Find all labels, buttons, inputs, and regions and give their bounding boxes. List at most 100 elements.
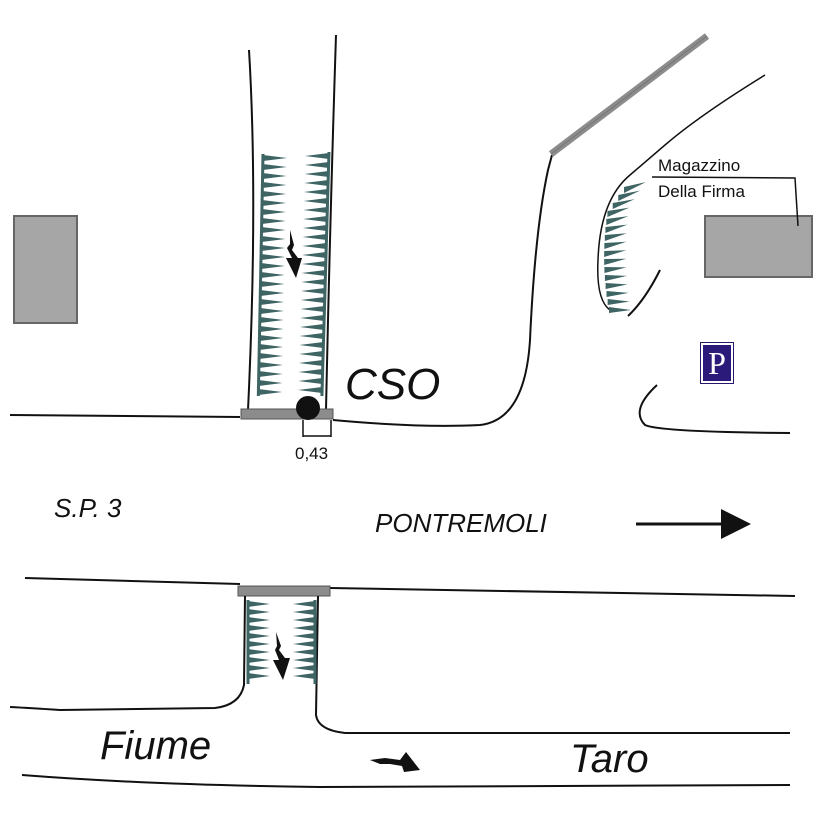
vegetation-spike: [302, 252, 327, 258]
vegetation-spike: [298, 360, 323, 366]
vegetation-spike: [299, 342, 324, 348]
vegetation-spike: [293, 617, 315, 623]
road-lower-edge: [24, 577, 796, 597]
bridge-diagonal-outline: [550, 35, 708, 155]
vegetation-spike: [260, 299, 285, 305]
vegetation-spike: [261, 227, 286, 233]
vegetation-spike: [606, 291, 629, 297]
vegetation-spike: [248, 633, 270, 639]
dimension-marker: [302, 420, 332, 437]
vegetation-spike: [604, 250, 627, 257]
vegetation-spike: [304, 162, 329, 168]
vegetation-spike: [618, 190, 641, 201]
outfall-structure-upper: [240, 408, 334, 420]
vegetation-spike: [302, 243, 327, 249]
flow-arrow-upper-icon: [286, 230, 302, 278]
vegetation-spike: [259, 344, 284, 350]
vegetation-spike: [293, 673, 315, 679]
vegetation-spike: [609, 307, 631, 313]
vegetation-spike: [293, 649, 315, 655]
vegetation-spike: [300, 315, 325, 321]
vegetation-spike: [258, 371, 283, 377]
vegetation-spike: [300, 288, 325, 294]
vegetation-spike: [607, 207, 630, 217]
bridge-diagonal: [548, 33, 710, 157]
vegetation-spike: [248, 657, 270, 663]
vegetation-spike: [248, 641, 270, 647]
vegetation-base: [320, 151, 331, 397]
vegetation-spike: [259, 317, 284, 323]
river-flow-arrow-icon: [370, 752, 420, 772]
cso-label: CSO: [345, 360, 441, 409]
vegetation-spike: [260, 272, 285, 278]
vegetation-spike: [301, 279, 326, 285]
vegetation-spike: [263, 155, 287, 161]
building-label-line2: Della Firma: [658, 182, 745, 201]
vegetation-spike: [262, 182, 287, 188]
direction-label: PONTREMOLI: [375, 508, 547, 538]
vegetation-spike: [624, 182, 646, 193]
vegetation-spike: [298, 369, 323, 375]
vegetation-spike: [299, 351, 324, 357]
vegetation-spike: [258, 380, 283, 386]
vegetation-spike: [248, 625, 270, 631]
vegetation-spike: [303, 198, 328, 204]
vegetation-spike: [248, 665, 270, 671]
vegetation-spike: [248, 673, 270, 679]
vegetation-spike: [262, 191, 287, 197]
vegetation-spike: [304, 180, 329, 186]
side-road-edge: [597, 74, 766, 311]
road-upper-edge: [9, 154, 553, 427]
vegetation-spike: [605, 283, 628, 289]
river-label-taro: Taro: [570, 737, 649, 781]
upper-channel-right-wall: [325, 34, 337, 411]
vegetation-spike: [607, 299, 630, 305]
vegetation-spike: [262, 200, 287, 206]
lower-channel-right-wall: [314, 595, 790, 734]
vegetation-spike: [261, 236, 286, 242]
vegetation-side-road: [604, 182, 646, 313]
vegetation-spike: [293, 657, 315, 663]
vegetation-spike: [605, 224, 628, 233]
vegetation-upper-right: [297, 151, 331, 397]
parking-letter: P: [703, 345, 731, 381]
vegetation-spike: [261, 209, 286, 215]
vegetation-spike: [305, 153, 329, 159]
dimension-label: 0,43: [295, 444, 329, 463]
vegetation-base: [256, 153, 265, 397]
vegetation-spike: [302, 234, 327, 240]
river-label-fiume: Fiume: [100, 724, 212, 768]
vegetation-spike: [248, 609, 270, 615]
vegetation-spike: [248, 617, 270, 623]
parking-road-edge: [638, 384, 791, 434]
vegetation-spike: [297, 387, 322, 393]
vegetation-spike: [604, 275, 627, 281]
vegetation-spike: [612, 199, 635, 209]
vegetation-spike: [260, 290, 285, 296]
building-leader-line: [651, 176, 799, 227]
vegetation-spike: [300, 306, 325, 312]
vegetation-spike: [303, 216, 328, 222]
vegetation-spike: [298, 378, 323, 384]
vegetation-spike: [300, 297, 325, 303]
vegetation-lower-left: [246, 600, 270, 684]
vegetation-spike: [604, 258, 627, 265]
upper-channel-left-wall: [247, 49, 255, 411]
vegetation-spike: [293, 625, 315, 631]
flow-arrow-lower-icon: [273, 632, 290, 680]
parking-sign-icon: P: [700, 342, 734, 384]
vegetation-spike: [258, 362, 283, 368]
vegetation-spike: [604, 233, 627, 241]
vegetation-spike: [259, 335, 284, 341]
vegetation-upper-left: [256, 153, 287, 397]
vegetation-lower-right: [293, 600, 317, 684]
river-bank-south: [21, 774, 791, 789]
vegetation-spike: [303, 189, 328, 195]
vegetation-spike: [293, 633, 315, 639]
vegetation-spike: [248, 601, 270, 607]
road-label: S.P. 3: [54, 493, 122, 523]
side-road-inner-edge: [627, 269, 661, 317]
building-left: [13, 215, 78, 324]
vegetation-spike: [259, 326, 284, 332]
